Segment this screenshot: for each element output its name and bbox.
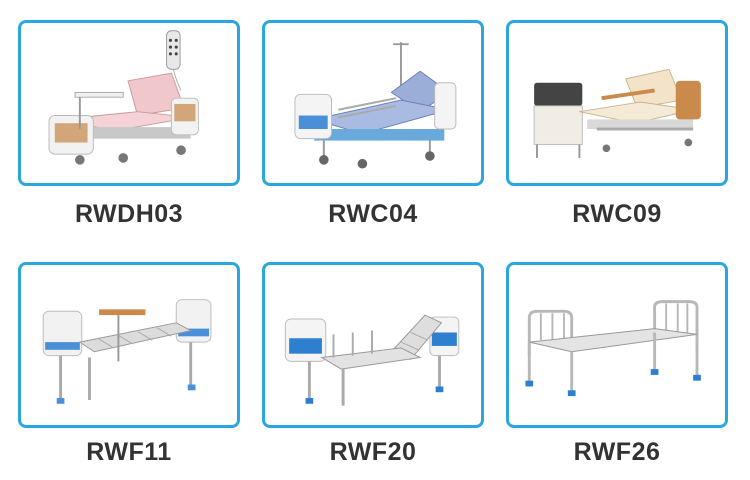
product-card-rwc04[interactable] <box>262 20 484 186</box>
hospital-bed-image <box>284 314 460 406</box>
hospital-bed-image <box>533 68 701 158</box>
product-card-rwc09[interactable] <box>506 20 728 186</box>
hospital-bed-image <box>525 300 701 397</box>
hospital-bed-image <box>48 30 199 165</box>
product-model-label: RWC09 <box>572 200 662 228</box>
product-model-label: RWF20 <box>329 438 417 466</box>
product-card-rwf20[interactable] <box>262 262 484 428</box>
product-card-rwdh03[interactable] <box>18 20 240 186</box>
product-card-rwf11[interactable] <box>18 262 240 428</box>
product-model-label: RWF26 <box>573 438 661 466</box>
hospital-bed-image <box>42 299 212 404</box>
product-model-label: RWC04 <box>328 200 418 228</box>
product-model-label: RWF11 <box>86 438 172 466</box>
product-model-label: RWDH03 <box>74 200 184 228</box>
hospital-bed-image <box>294 42 457 169</box>
product-card-rwf26[interactable] <box>506 262 728 428</box>
